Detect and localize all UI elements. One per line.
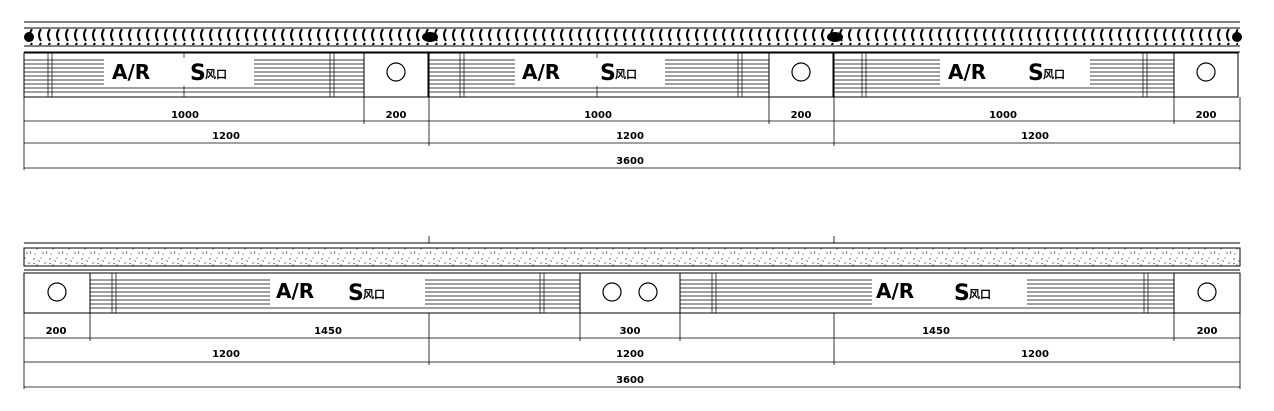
dim-slot: 1450	[314, 326, 342, 337]
ar-label: A/R	[112, 60, 150, 84]
light-box	[1173, 272, 1241, 314]
top-segment-3: A/R S 风口	[833, 52, 1239, 98]
dim-light: 200	[1196, 110, 1217, 121]
top-segment-2: A/R S 风口	[428, 52, 834, 98]
dim-light: 200	[46, 326, 67, 337]
ar-label: A/R	[522, 60, 560, 84]
dim-light: 200	[1197, 326, 1218, 337]
s-label: S	[190, 61, 206, 86]
coil-end-cap	[827, 32, 843, 42]
dim-total: 1200	[212, 131, 240, 142]
s-label: S	[348, 281, 364, 306]
s-label: S	[600, 61, 616, 86]
dim-light: 200	[386, 110, 407, 121]
top-segment-1: A/R S 风口	[23, 52, 429, 98]
coil-strip	[28, 29, 1238, 45]
ar-label: A/R	[876, 279, 914, 303]
bottom-panel: A/R S 风口 A/R S 风口	[23, 236, 1241, 389]
coil-end-cap	[422, 32, 438, 42]
downlight-icon	[1197, 282, 1217, 302]
downlight-icon	[47, 282, 67, 302]
ceiling-board-section	[23, 247, 1241, 267]
dim-slot: 1450	[922, 326, 950, 337]
downlight-icon	[791, 62, 811, 82]
light-box	[23, 272, 91, 314]
outlet-label: 风口	[969, 287, 991, 301]
ar-label: A/R	[948, 60, 986, 84]
ar-label: A/R	[276, 279, 314, 303]
top-dimension-lines	[23, 97, 1241, 170]
outlet-label: 风口	[615, 67, 637, 81]
light-box	[768, 52, 834, 98]
downlight-icon	[1196, 62, 1216, 82]
dim-total: 1200	[1021, 349, 1049, 360]
dim-slot: 1000	[989, 110, 1017, 121]
light-box	[579, 272, 681, 314]
dim-slot: 1000	[584, 110, 612, 121]
light-box	[1173, 52, 1239, 98]
dim-total: 1200	[616, 131, 644, 142]
dim-lights: 300	[620, 326, 641, 337]
dim-light: 200	[791, 110, 812, 121]
dim-overall: 3600	[616, 156, 644, 167]
downlight-icon	[638, 282, 658, 302]
bottom-dimension-lines	[23, 313, 1241, 389]
s-label: S	[954, 281, 970, 306]
s-label: S	[1028, 61, 1044, 86]
dim-total: 1200	[212, 349, 240, 360]
dim-total: 1200	[1021, 131, 1049, 142]
outlet-label: 风口	[205, 67, 227, 81]
coil-end-cap	[1232, 32, 1242, 42]
downlight-icon	[386, 62, 406, 82]
top-panel: A/R S 风口 A/R S 风口	[23, 21, 1242, 170]
coil-end-cap	[24, 32, 34, 42]
dim-overall: 3600	[616, 375, 644, 386]
light-box	[363, 52, 429, 98]
downlight-icon	[602, 282, 622, 302]
outlet-label: 风口	[1043, 67, 1065, 81]
dim-slot: 1000	[171, 110, 199, 121]
dim-total: 1200	[616, 349, 644, 360]
outlet-label: 风口	[363, 287, 385, 301]
